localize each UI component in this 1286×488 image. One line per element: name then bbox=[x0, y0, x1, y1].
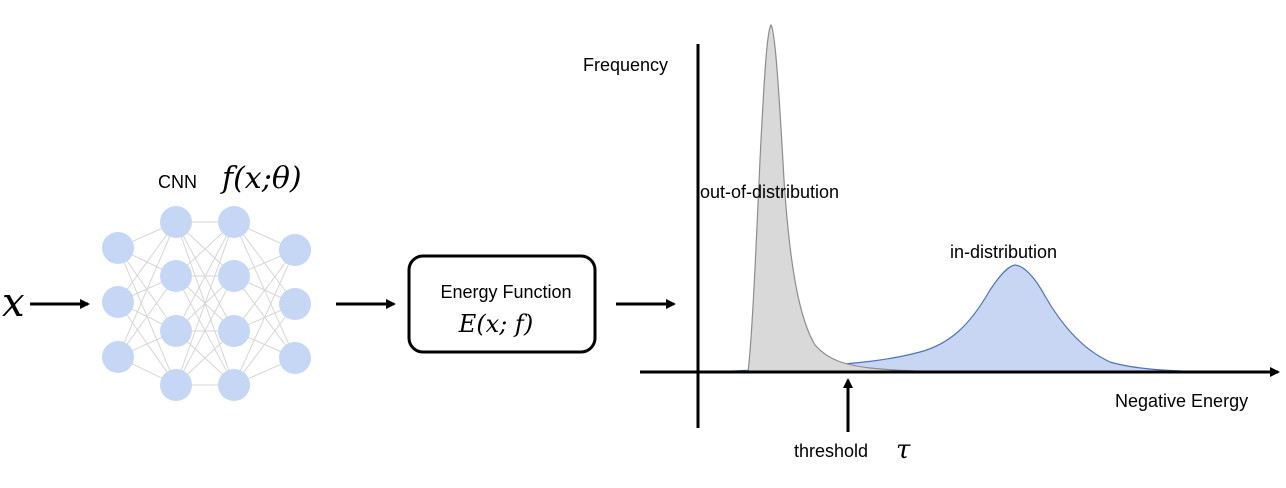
input-symbol: x bbox=[2, 280, 25, 326]
network-node-layer-3 bbox=[218, 315, 250, 347]
network-edge bbox=[175, 275, 235, 386]
network-edge bbox=[233, 303, 296, 386]
network-node-layer-4 bbox=[279, 288, 311, 320]
network-edge bbox=[117, 275, 177, 358]
network-node-layer-2 bbox=[160, 315, 192, 347]
energy-function-box: Energy Function E(x; f) bbox=[407, 254, 597, 354]
y-axis-label: Frequency bbox=[583, 55, 668, 75]
network-node-layer-3 bbox=[218, 369, 250, 401]
ood-label: out-of-distribution bbox=[700, 182, 839, 202]
network-formula: f(x;θ) bbox=[220, 161, 302, 196]
network-edges bbox=[117, 221, 296, 386]
out-of-distribution-curve bbox=[747, 24, 971, 373]
x-axis-label: Negative Energy bbox=[1115, 391, 1248, 411]
network-node-layer-2 bbox=[160, 369, 192, 401]
network-node-layer-3 bbox=[218, 206, 250, 238]
network-node-layer-4 bbox=[279, 234, 311, 266]
energy-box-title: Energy Function bbox=[440, 282, 571, 302]
id-label: in-distribution bbox=[950, 242, 1057, 262]
threshold-label: threshold bbox=[794, 441, 868, 461]
energy-box-frame bbox=[407, 254, 597, 354]
network-node-layer-3 bbox=[218, 260, 250, 292]
network-node-layer-2 bbox=[160, 206, 192, 238]
network-node-layer-4 bbox=[279, 342, 311, 374]
network-label: CNN bbox=[158, 172, 197, 192]
network-edge bbox=[175, 221, 235, 332]
network-edge bbox=[233, 249, 296, 332]
threshold-symbol: τ bbox=[896, 435, 911, 465]
network-nodes bbox=[102, 206, 311, 401]
network-node-layer-1 bbox=[102, 341, 134, 373]
network-edge bbox=[117, 221, 177, 358]
network-edge bbox=[117, 221, 177, 303]
network-edge bbox=[175, 221, 235, 386]
energy-box-formula: E(x; f) bbox=[458, 310, 533, 338]
network-node-layer-1 bbox=[102, 286, 134, 318]
score-distribution-plot: Frequency Negative Energy out-of-distrib… bbox=[583, 24, 1280, 465]
network-edge bbox=[233, 249, 296, 386]
network-node-layer-2 bbox=[160, 260, 192, 292]
network-node-layer-1 bbox=[102, 232, 134, 264]
